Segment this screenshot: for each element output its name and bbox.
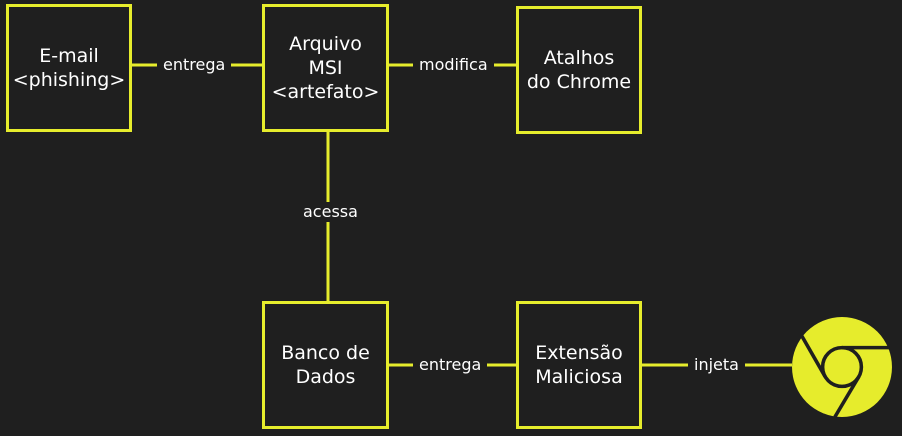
edge-label-msi-database: acessa: [297, 202, 364, 222]
node-msi-label: Arquivo MSI <artefato>: [271, 33, 380, 103]
edge-label-extension-browser: injeta: [688, 355, 745, 375]
node-malicious-extension: Extensão Maliciosa: [516, 301, 642, 429]
edge-label-email-msi: entrega: [157, 55, 232, 75]
node-email-label: E-mail <phishing>: [12, 45, 126, 91]
node-extension-label: Extensão Maliciosa: [535, 342, 623, 388]
node-database: Banco de Dados: [262, 301, 389, 429]
edge-label-database-extension: entrega: [413, 355, 488, 375]
node-email-phishing: E-mail <phishing>: [6, 4, 132, 132]
node-database-label: Banco de Dados: [281, 342, 370, 388]
node-chrome-shortcuts: Atalhos do Chrome: [516, 6, 642, 134]
edge-label-msi-shortcuts: modifica: [413, 55, 494, 75]
chrome-icon: [792, 317, 892, 418]
node-msi-artifact: Arquivo MSI <artefato>: [262, 4, 389, 132]
node-shortcuts-label: Atalhos do Chrome: [526, 47, 632, 93]
